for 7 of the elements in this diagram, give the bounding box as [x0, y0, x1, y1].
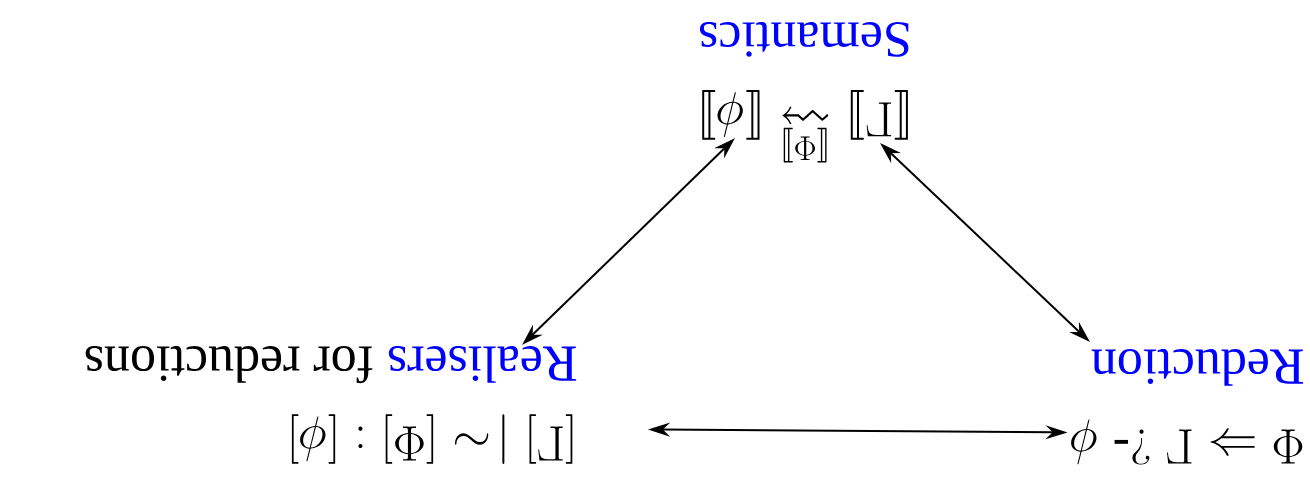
formula: $\Phi \Rightarrow \Gamma \mathrel{?\text{-}} \phi$ [1071, 419, 1303, 465]
heading-label: Realisers [388, 346, 577, 383]
text-label: for reductions [85, 346, 373, 384]
formula: $[\Gamma] \mathrel{|\!\sim} [\Phi] : [\phi]$ [291, 414, 573, 464]
heading-label: Semantics [700, 21, 909, 57]
heading-label: Reduction [1091, 349, 1304, 386]
formula: $\llbracket \Gamma \rrbracket \overset{\llbracket \Phi \rrbracket}{\rightsquigarrow} \llbracket \phi \rrbracket$ [702, 90, 908, 163]
